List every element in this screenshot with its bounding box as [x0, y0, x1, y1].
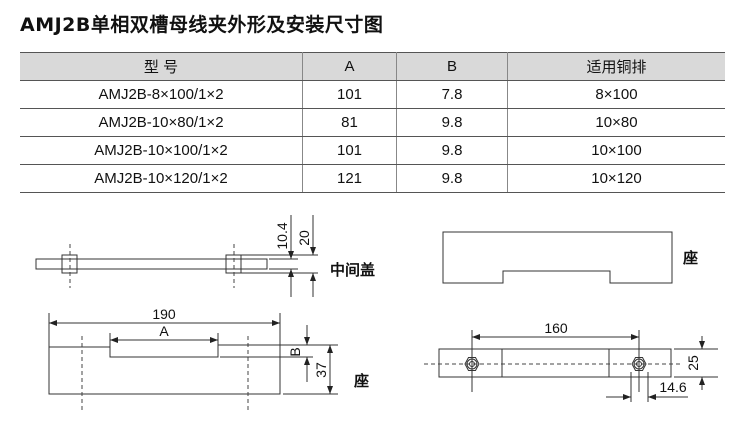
cell-a: 101 — [302, 136, 397, 165]
cell-copper-bar: 8×100 — [507, 80, 725, 109]
base-side-drawing: 190 A B 37 座 — [48, 306, 369, 410]
dim-160: 160 — [544, 320, 568, 336]
table-row: AMJ2B-10×100/1×2 101 9.8 10×100 — [20, 136, 725, 165]
dim-b: B — [287, 347, 303, 356]
base-front-drawing: 座 — [442, 231, 698, 284]
table-row: AMJ2B-10×120/1×2 121 9.8 10×120 — [20, 164, 725, 193]
cell-copper-bar: 10×80 — [507, 108, 725, 137]
dimension-table: 型 号 A B 适用铜排 AMJ2B-8×100/1×2 101 7.8 8×1… — [20, 52, 725, 193]
base-label: 座 — [353, 372, 369, 390]
cell-a: 121 — [302, 164, 397, 193]
header-copper-bar: 适用铜排 — [507, 52, 725, 81]
cell-model: AMJ2B-10×120/1×2 — [20, 164, 303, 193]
table-row: AMJ2B-10×80/1×2 81 9.8 10×80 — [20, 108, 725, 137]
cell-a: 101 — [302, 80, 397, 109]
page-title: AMJ2B单相双槽母线夹外形及安装尺寸图 — [20, 14, 384, 36]
base-top-drawing: 160 25 14.6 — [424, 320, 718, 402]
dim-190: 190 — [152, 306, 176, 322]
header-b: B — [396, 52, 508, 81]
dim-20: 20 — [296, 230, 312, 246]
cell-b: 9.8 — [396, 108, 508, 137]
header-model: 型 号 — [20, 52, 303, 81]
header-a: A — [302, 52, 397, 81]
cell-model: AMJ2B-10×100/1×2 — [20, 136, 303, 165]
dim-14-6: 14.6 — [659, 379, 686, 395]
table-header-row: 型 号 A B 适用铜排 — [20, 52, 725, 81]
cell-copper-bar: 10×120 — [507, 164, 725, 193]
dim-a: A — [159, 323, 169, 339]
dim-37: 37 — [313, 362, 329, 378]
cell-b: 9.8 — [396, 136, 508, 165]
base-label-right: 座 — [682, 249, 698, 267]
middle-cover-label: 中间盖 — [330, 261, 375, 279]
cell-b: 7.8 — [396, 80, 508, 109]
cell-copper-bar: 10×100 — [507, 136, 725, 165]
dim-10-4: 10.4 — [274, 222, 290, 249]
cell-model: AMJ2B-8×100/1×2 — [20, 80, 303, 109]
middle-cover-drawing: 10.4 20 中间盖 — [35, 215, 375, 297]
cell-model: AMJ2B-10×80/1×2 — [20, 108, 303, 137]
cell-a: 81 — [302, 108, 397, 137]
dim-25: 25 — [685, 355, 701, 371]
table-row: AMJ2B-8×100/1×2 101 7.8 8×100 — [20, 80, 725, 109]
cell-b: 9.8 — [396, 164, 508, 193]
